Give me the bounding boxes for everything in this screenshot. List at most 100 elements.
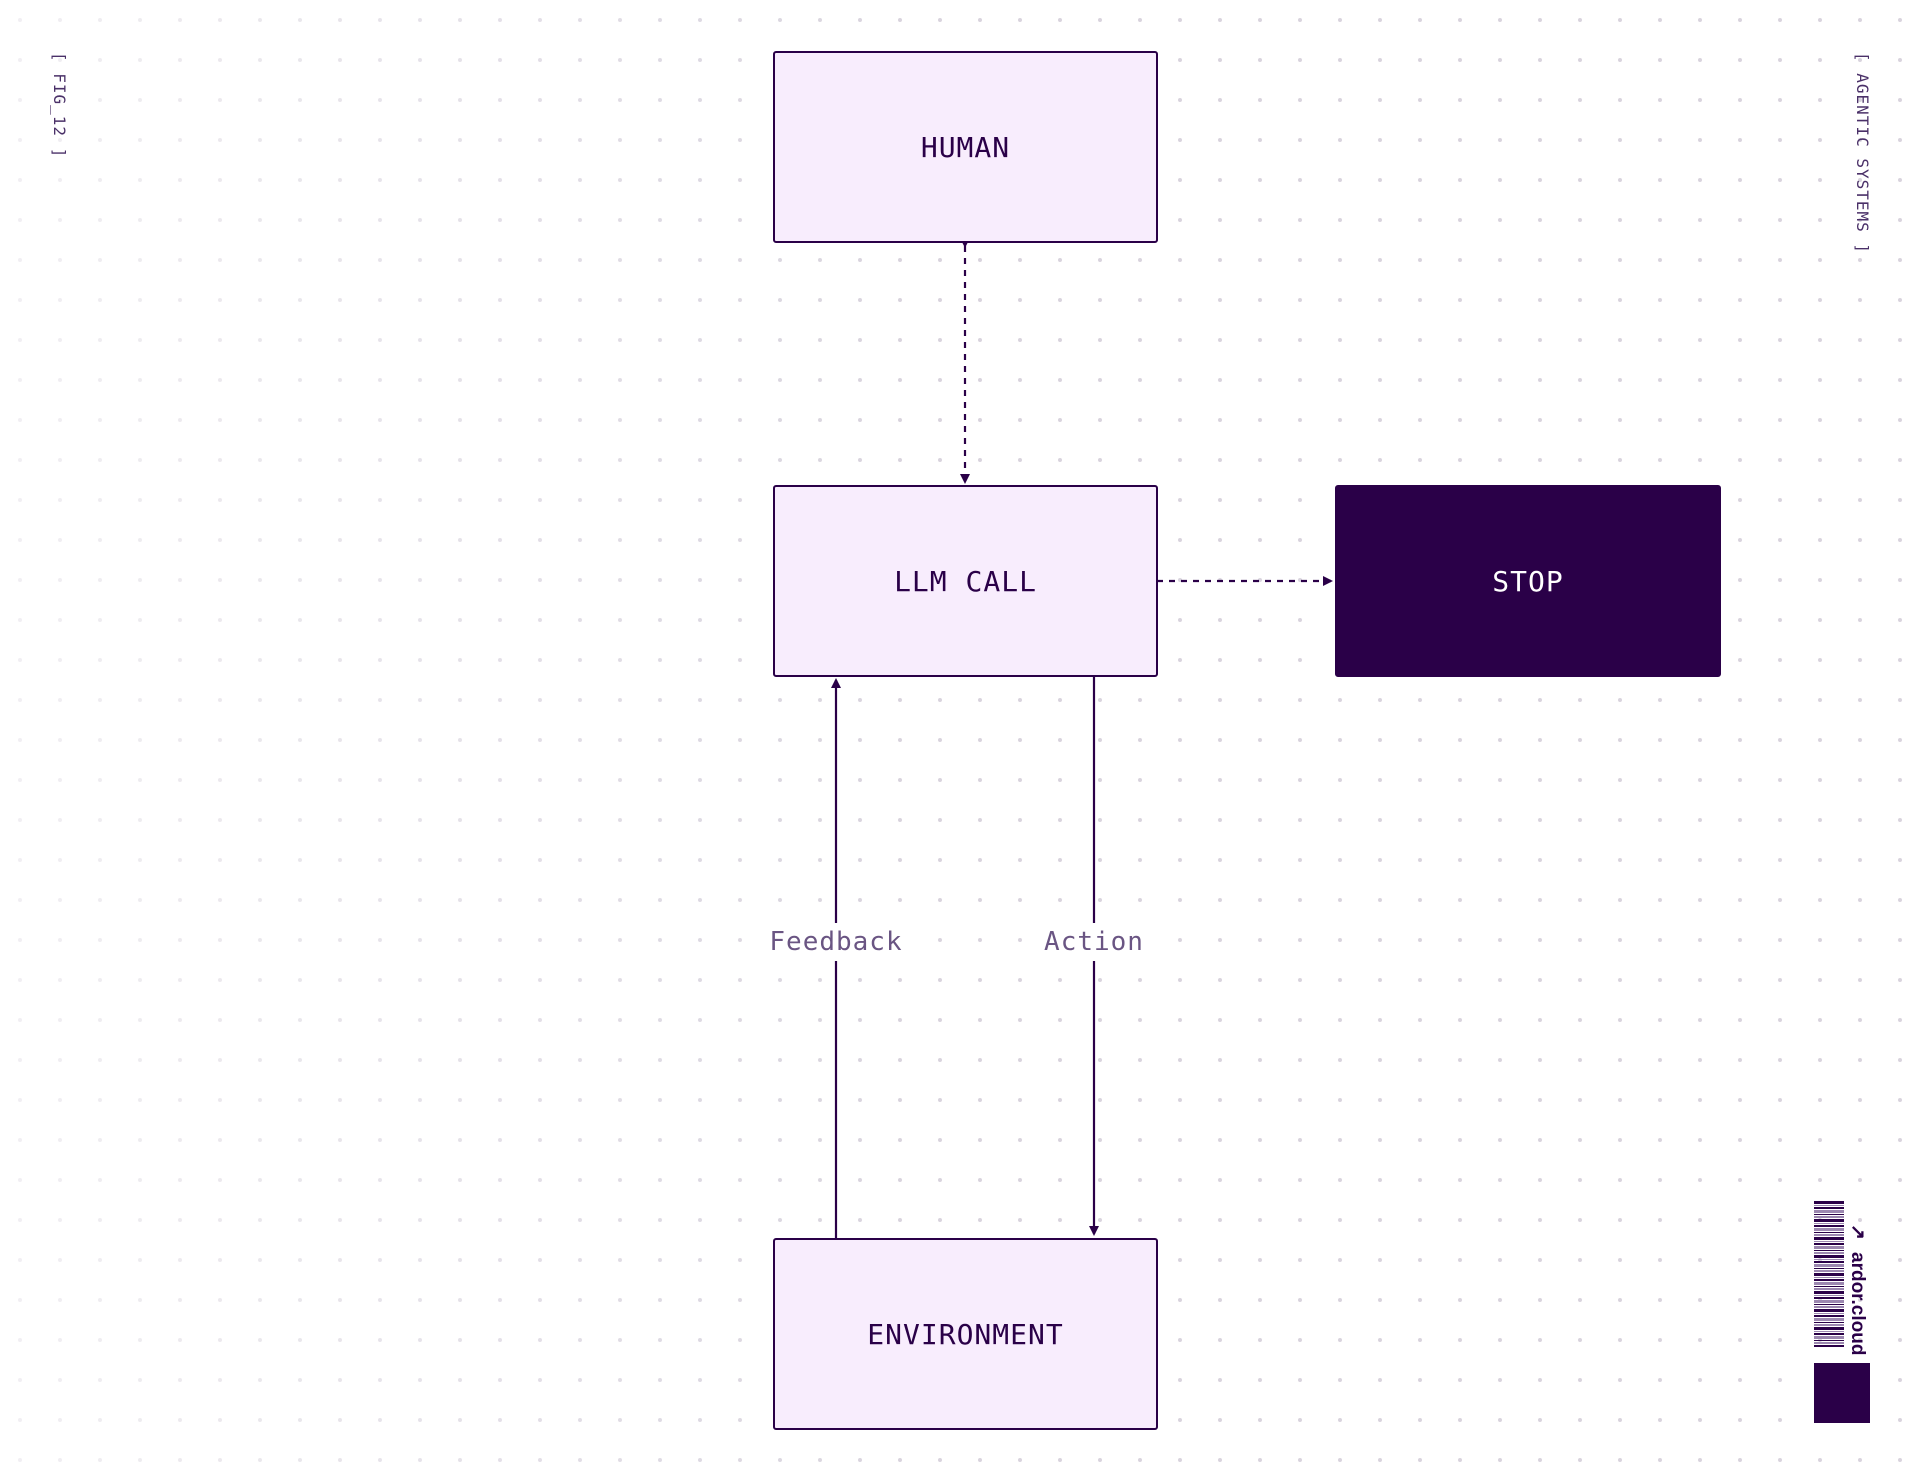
grid-dot [298, 818, 302, 822]
grid-dot [818, 978, 822, 982]
grid-dot [1498, 1338, 1502, 1342]
grid-dot [1458, 1018, 1462, 1022]
grid-dot [898, 1058, 902, 1062]
barcode-bar [1814, 1261, 1844, 1263]
grid-dot [1858, 18, 1862, 22]
grid-dot [1498, 418, 1502, 422]
grid-dot [1898, 618, 1902, 622]
grid-dot [1058, 778, 1062, 782]
grid-dot [458, 978, 462, 982]
grid-dot [418, 1018, 422, 1022]
grid-dot [1418, 858, 1422, 862]
grid-dot [418, 1338, 422, 1342]
grid-dot [618, 338, 622, 342]
grid-dot [1178, 1098, 1182, 1102]
grid-dot [738, 58, 742, 62]
grid-dot [1298, 18, 1302, 22]
grid-dot [1418, 18, 1422, 22]
grid-dot [1658, 1418, 1662, 1422]
grid-dot [1658, 58, 1662, 62]
grid-dot [1738, 498, 1742, 502]
grid-dot [18, 1418, 22, 1422]
grid-dot [578, 858, 582, 862]
grid-dot [658, 1298, 662, 1302]
grid-dot [338, 378, 342, 382]
grid-dot [378, 618, 382, 622]
grid-dot [1138, 698, 1142, 702]
node-environment-label: ENVIRONMENT [867, 1317, 1064, 1351]
barcode-bar [1814, 1259, 1844, 1260]
grid-dot [1898, 938, 1902, 942]
grid-dot [1738, 818, 1742, 822]
grid-dot [1418, 898, 1422, 902]
grid-dot [58, 618, 62, 622]
grid-dot [1218, 1298, 1222, 1302]
grid-dot [218, 338, 222, 342]
grid-dot [1258, 738, 1262, 742]
grid-dot [1298, 1178, 1302, 1182]
grid-dot [1898, 18, 1902, 22]
grid-dot [1178, 938, 1182, 942]
grid-dot [1338, 18, 1342, 22]
grid-dot [658, 1258, 662, 1262]
grid-dot [818, 378, 822, 382]
grid-dot [58, 58, 62, 62]
grid-dot [938, 378, 942, 382]
grid-dot [1898, 538, 1902, 542]
grid-dot [458, 418, 462, 422]
grid-dot [1498, 1098, 1502, 1102]
grid-dot [1338, 1298, 1342, 1302]
grid-dot [1098, 1018, 1102, 1022]
grid-dot [978, 338, 982, 342]
grid-dot [578, 378, 582, 382]
grid-dot [898, 1098, 902, 1102]
grid-dot [218, 1098, 222, 1102]
grid-dot [58, 1418, 62, 1422]
grid-dot [298, 1338, 302, 1342]
grid-dot [1898, 1218, 1902, 1222]
grid-dot [218, 618, 222, 622]
grid-dot [58, 98, 62, 102]
grid-dot [1818, 258, 1822, 262]
grid-dot [738, 258, 742, 262]
grid-dot [698, 658, 702, 662]
grid-dot [418, 578, 422, 582]
grid-dot [1658, 18, 1662, 22]
grid-dot [378, 698, 382, 702]
grid-dot [258, 218, 262, 222]
grid-dot [658, 1218, 662, 1222]
grid-dot [1818, 418, 1822, 422]
grid-dot [858, 1098, 862, 1102]
grid-dot [378, 778, 382, 782]
grid-dot [1178, 1258, 1182, 1262]
grid-dot [1378, 1018, 1382, 1022]
grid-dot [1618, 1258, 1622, 1262]
grid-dot [1018, 738, 1022, 742]
grid-dot [698, 618, 702, 622]
grid-dot [1778, 218, 1782, 222]
grid-dot [418, 378, 422, 382]
grid-dot [1698, 1098, 1702, 1102]
grid-dot [1818, 978, 1822, 982]
grid-dot [178, 1458, 182, 1462]
grid-dot [698, 18, 702, 22]
grid-dot [1618, 1178, 1622, 1182]
grid-dot [298, 1378, 302, 1382]
grid-dot [458, 938, 462, 942]
grid-dot [258, 1418, 262, 1422]
grid-dot [618, 1338, 622, 1342]
grid-dot [978, 938, 982, 942]
grid-dot [1458, 458, 1462, 462]
grid-dot [898, 818, 902, 822]
grid-dot [538, 1178, 542, 1182]
grid-dot [98, 1018, 102, 1022]
grid-dot [98, 178, 102, 182]
grid-dot [338, 58, 342, 62]
grid-dot [1738, 978, 1742, 982]
grid-dot [1578, 338, 1582, 342]
grid-dot [1538, 1098, 1542, 1102]
grid-dot [1298, 298, 1302, 302]
grid-dot [1618, 1138, 1622, 1142]
grid-dot [898, 978, 902, 982]
grid-dot [1578, 898, 1582, 902]
